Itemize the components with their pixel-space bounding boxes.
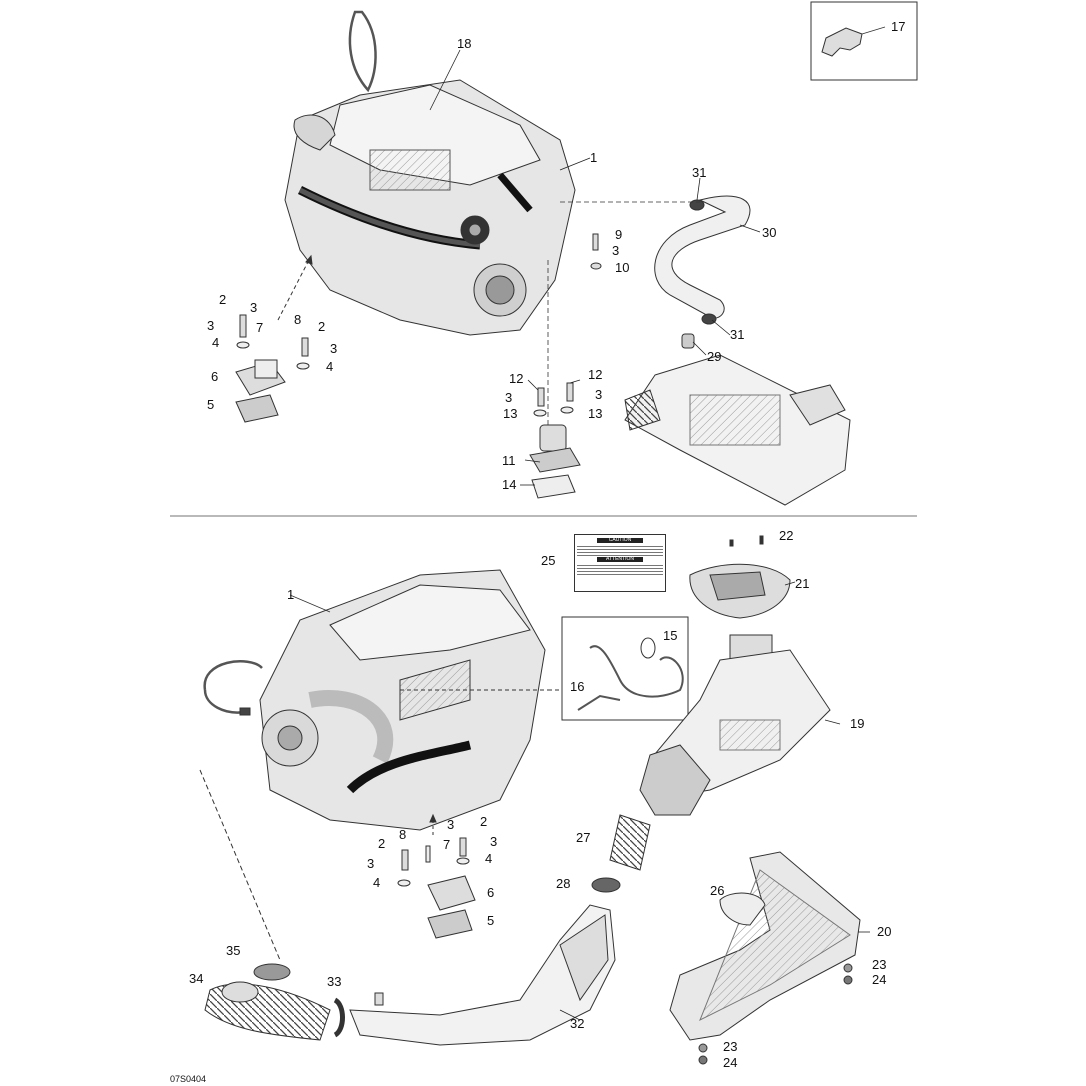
- callout-8-a: 8: [294, 312, 302, 327]
- callout-30: 30: [762, 225, 777, 240]
- duct-32: [349, 904, 616, 1046]
- callout-32: 32: [570, 1016, 585, 1031]
- callout-8-b: 8: [399, 827, 407, 842]
- callout-23-a: 23: [872, 957, 887, 972]
- filter-34: [199, 769, 345, 1041]
- engine-top: [284, 10, 576, 336]
- callout-3-a: 3: [250, 300, 258, 315]
- callout-26: 26: [710, 883, 725, 898]
- callout-5-a: 5: [207, 397, 215, 412]
- mount-top-left: [235, 254, 313, 423]
- callout-4-a: 4: [212, 335, 220, 350]
- callout-24-b: 24: [723, 1055, 738, 1070]
- callout-16: 16: [570, 679, 585, 694]
- callout-9: 9: [615, 227, 623, 242]
- callout-2-a: 2: [219, 292, 227, 307]
- callout-35: 35: [226, 943, 241, 958]
- callout-29: 29: [707, 349, 722, 364]
- callout-18: 18: [457, 36, 472, 51]
- attention-heading: ATTENTION: [597, 557, 643, 562]
- callout-20: 20: [877, 924, 892, 939]
- callout-31-mid: 31: [730, 327, 745, 342]
- mount-11: [529, 382, 581, 499]
- callout-4-d: 4: [373, 875, 381, 890]
- callout-2-d: 2: [378, 836, 386, 851]
- callout-6-b: 6: [487, 885, 495, 900]
- callout-12-a: 12: [509, 371, 524, 386]
- callout-3-c: 3: [330, 341, 338, 356]
- callout-23-b: 23: [723, 1039, 738, 1054]
- callout-2-b: 2: [318, 319, 326, 334]
- callout-4-b: 4: [326, 359, 334, 374]
- callout-31-top: 31: [692, 165, 707, 180]
- callout-13-b: 13: [588, 406, 603, 421]
- callout-25: 25: [541, 553, 556, 568]
- document-id: 07S0404: [170, 1074, 207, 1084]
- callout-21: 21: [795, 576, 810, 591]
- callout-15: 15: [663, 628, 678, 643]
- callout-7-b: 7: [443, 837, 451, 852]
- callout-5-b: 5: [487, 913, 495, 928]
- callout-34: 34: [189, 971, 204, 986]
- tray-20: [669, 851, 861, 1065]
- mount-bottom: [397, 813, 476, 939]
- boot-27: [591, 814, 651, 893]
- callout-13-a: 13: [503, 406, 518, 421]
- callout-27: 27: [576, 830, 591, 845]
- sensor-inset: [400, 616, 689, 721]
- callout-22: 22: [779, 528, 794, 543]
- callout-3-b: 3: [207, 318, 215, 333]
- callout-3-e: 3: [595, 387, 603, 402]
- callout-19: 19: [850, 716, 865, 731]
- callout-3-d: 3: [505, 390, 513, 405]
- attention-text-lines: [577, 563, 663, 575]
- callout-3-h: 3: [367, 856, 375, 871]
- callout-11: 11: [502, 453, 516, 468]
- callout-14: 14: [502, 477, 517, 492]
- callout-17: 17: [891, 19, 906, 34]
- callout-33: 33: [327, 974, 342, 989]
- callout-1-bottom: 1: [287, 587, 295, 602]
- engine-bottom: [203, 569, 546, 831]
- caution-label-25: CAUTION ATTENTION: [574, 534, 666, 592]
- cover-21: [689, 535, 791, 619]
- callout-24-a: 24: [872, 972, 887, 987]
- callout-7-a: 7: [256, 320, 264, 335]
- airbox-top: [624, 354, 851, 506]
- callout-3-near-9: 3: [612, 243, 620, 258]
- callout-3-f: 3: [447, 817, 455, 832]
- callout-10: 10: [615, 260, 630, 275]
- callout-3-g: 3: [490, 834, 498, 849]
- part-17-inset: [810, 1, 918, 81]
- callout-2-c: 2: [480, 814, 488, 829]
- callout-28: 28: [556, 876, 571, 891]
- callout-6-a: 6: [211, 369, 219, 384]
- callout-1-top: 1: [590, 150, 598, 165]
- airbox-19: [639, 634, 831, 816]
- bolts-9-10: [590, 233, 602, 270]
- callout-4-c: 4: [485, 851, 493, 866]
- hose-30: [654, 195, 751, 349]
- callout-12-b: 12: [588, 367, 603, 382]
- caution-text-lines: [577, 544, 663, 556]
- caution-heading: CAUTION: [597, 538, 643, 543]
